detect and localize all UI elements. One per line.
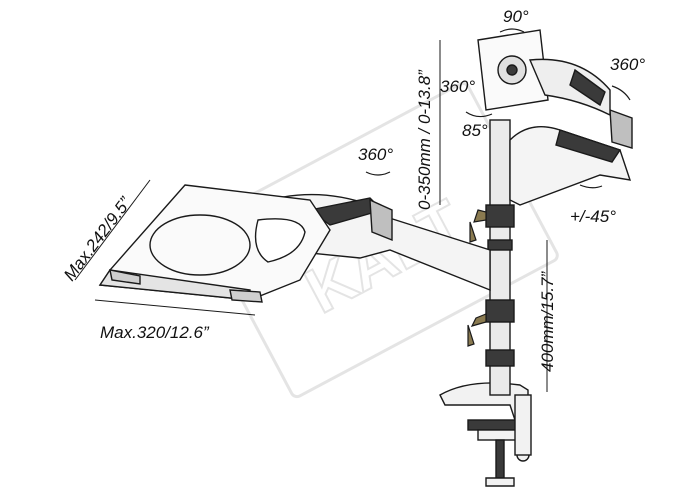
- label-vesa-range: 0-350mm / 0-13.8”: [415, 69, 434, 210]
- label-pole-height: 400mm/15.7”: [538, 271, 557, 372]
- label-rotate-90: 90°: [503, 7, 529, 26]
- vesa-plate: [477, 29, 611, 117]
- label-tilt-range: +/-45°: [570, 207, 616, 226]
- label-tray-width: Max.320/12.6”: [100, 323, 210, 342]
- label-swivel-360: 360°: [440, 77, 475, 96]
- monitor-arm: [509, 108, 633, 206]
- label-tilt-85: 85°: [462, 121, 488, 140]
- label-pole-rotate-360: 360°: [358, 145, 393, 164]
- rotation-arrows: [365, 28, 631, 189]
- dimension-lines: [74, 40, 548, 392]
- laptop-tray: [98, 184, 331, 303]
- lock-handles: [467, 209, 487, 347]
- desk-clamp: [439, 382, 532, 487]
- label-rotate-360-right: 360°: [610, 55, 645, 74]
